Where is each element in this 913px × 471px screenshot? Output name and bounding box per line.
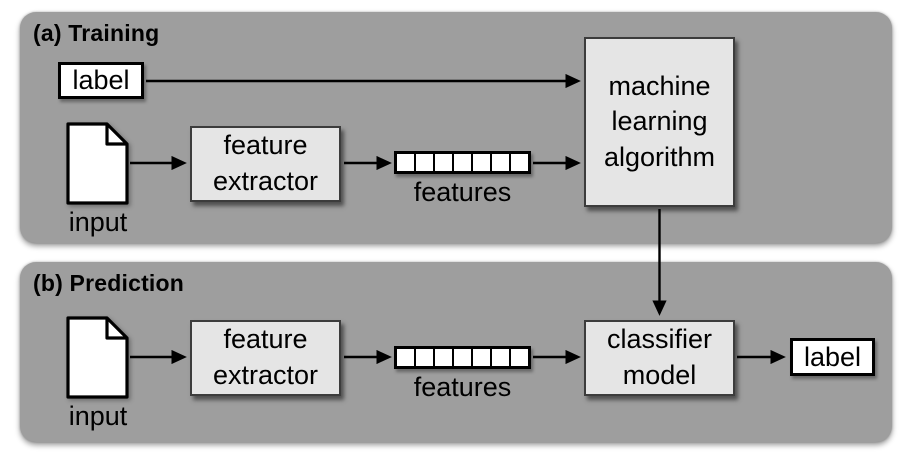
training-label-text: label	[72, 65, 130, 95]
feature-cell	[492, 154, 509, 171]
classifier-model-box: classifier model	[584, 320, 735, 396]
feature-cell	[511, 349, 528, 366]
prediction-feature-vector	[394, 346, 531, 369]
algorithm-line1: machine	[608, 70, 711, 101]
feature-cell	[473, 349, 490, 366]
algorithm-line3: algorithm	[603, 141, 716, 172]
prediction-label-box: label	[790, 338, 875, 376]
training-feature-extractor-box: feature extractor	[190, 126, 341, 202]
feature-cell	[511, 154, 528, 171]
feature-cell	[492, 349, 509, 366]
training-title: (a) Training	[33, 20, 160, 46]
training-input-caption: input	[68, 207, 128, 237]
feature-cell	[397, 349, 414, 366]
prediction-feature-extractor-box: feature extractor	[190, 320, 341, 396]
training-extractor-line1: feature	[223, 130, 308, 161]
feature-cell	[473, 154, 490, 171]
prediction-label-text: label	[803, 341, 862, 372]
training-feature-vector	[394, 151, 531, 174]
feature-cell	[454, 349, 471, 366]
feature-cell	[416, 349, 433, 366]
prediction-input-caption: input	[68, 401, 128, 431]
feature-cell	[416, 154, 433, 171]
training-features-caption: features	[413, 177, 512, 207]
feature-cell	[435, 154, 452, 171]
prediction-features-caption: features	[413, 372, 512, 402]
training-panel	[20, 12, 892, 243]
prediction-input-document-icon	[66, 316, 129, 399]
classifier-line1: classifier	[606, 324, 713, 355]
prediction-extractor-line2: extractor	[212, 360, 319, 390]
training-extractor-line2: extractor	[212, 166, 319, 196]
machine-learning-algorithm-box: machine learning algorithm	[584, 37, 735, 207]
prediction-title: (b) Prediction	[33, 270, 185, 296]
classifier-line2: model	[622, 360, 697, 390]
feature-cell	[454, 154, 471, 171]
algorithm-line2: learning	[611, 106, 708, 137]
training-input-document-icon	[66, 122, 129, 205]
training-label-box: label	[58, 62, 144, 99]
feature-cell	[397, 154, 414, 171]
prediction-extractor-line1: feature	[223, 324, 308, 355]
feature-cell	[435, 349, 452, 366]
